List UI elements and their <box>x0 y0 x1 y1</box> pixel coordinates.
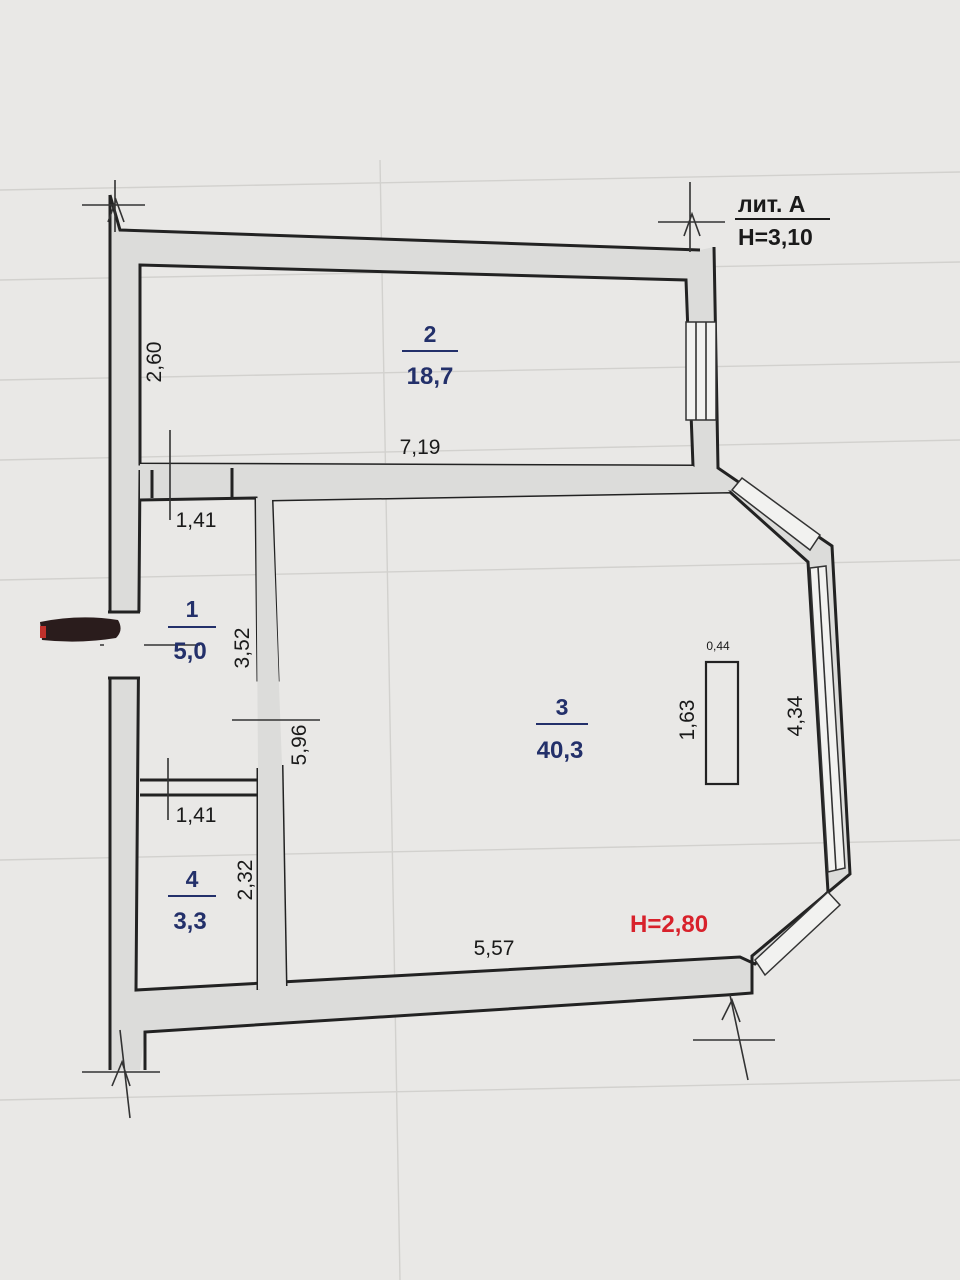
room-3-height: H=2,80 <box>630 911 708 938</box>
room-1-number: 1 <box>186 596 199 622</box>
windows <box>685 321 846 977</box>
dimensions: 2,60 7,19 1,41 3,52 5,96 1,41 2,32 5,57 … <box>143 342 807 960</box>
redaction-mark-accent <box>40 626 46 638</box>
room-3-number: 3 <box>556 694 569 720</box>
column <box>704 660 740 786</box>
entrance-door <box>104 610 144 680</box>
dim-corridor-length: 5,96 <box>288 725 311 766</box>
building-letter: лит. А <box>738 191 805 217</box>
room-2-number: 2 <box>424 321 437 347</box>
dim-room1-length: 3,52 <box>231 628 254 669</box>
dim-room3-width: 5,57 <box>474 937 515 960</box>
room-4-number: 4 <box>186 866 199 892</box>
dim-bay-window: 4,34 <box>784 695 807 736</box>
interior-partitions <box>100 430 730 990</box>
room-3-area: 40,3 <box>537 737 584 764</box>
redaction-mark <box>40 617 121 642</box>
building-info: лит. А H=3,10 <box>735 191 830 250</box>
room-2-label: 2 18,7 <box>402 321 458 390</box>
dim-room4-length: 2,32 <box>234 860 257 901</box>
dim-room2-depth: 2,60 <box>143 342 166 383</box>
dim-column-length: 1,63 <box>676 700 699 741</box>
room-4-label: 4 3,3 <box>168 866 216 935</box>
room-4-area: 3,3 <box>173 908 206 935</box>
room-1-label: 1 5,0 <box>168 596 216 665</box>
room-3-label: 3 40,3 <box>536 694 588 764</box>
break-markers <box>82 180 775 1119</box>
dim-room2-length: 7,19 <box>400 436 441 459</box>
building-height: H=3,10 <box>738 224 813 250</box>
room-2-area: 18,7 <box>407 363 454 390</box>
background-form <box>0 159 960 1280</box>
dim-column-width: 0,44 <box>706 639 730 653</box>
dim-room1-width: 1,41 <box>176 509 217 532</box>
room-1-area: 5,0 <box>173 638 206 665</box>
dim-room4-width: 1,41 <box>176 804 217 827</box>
